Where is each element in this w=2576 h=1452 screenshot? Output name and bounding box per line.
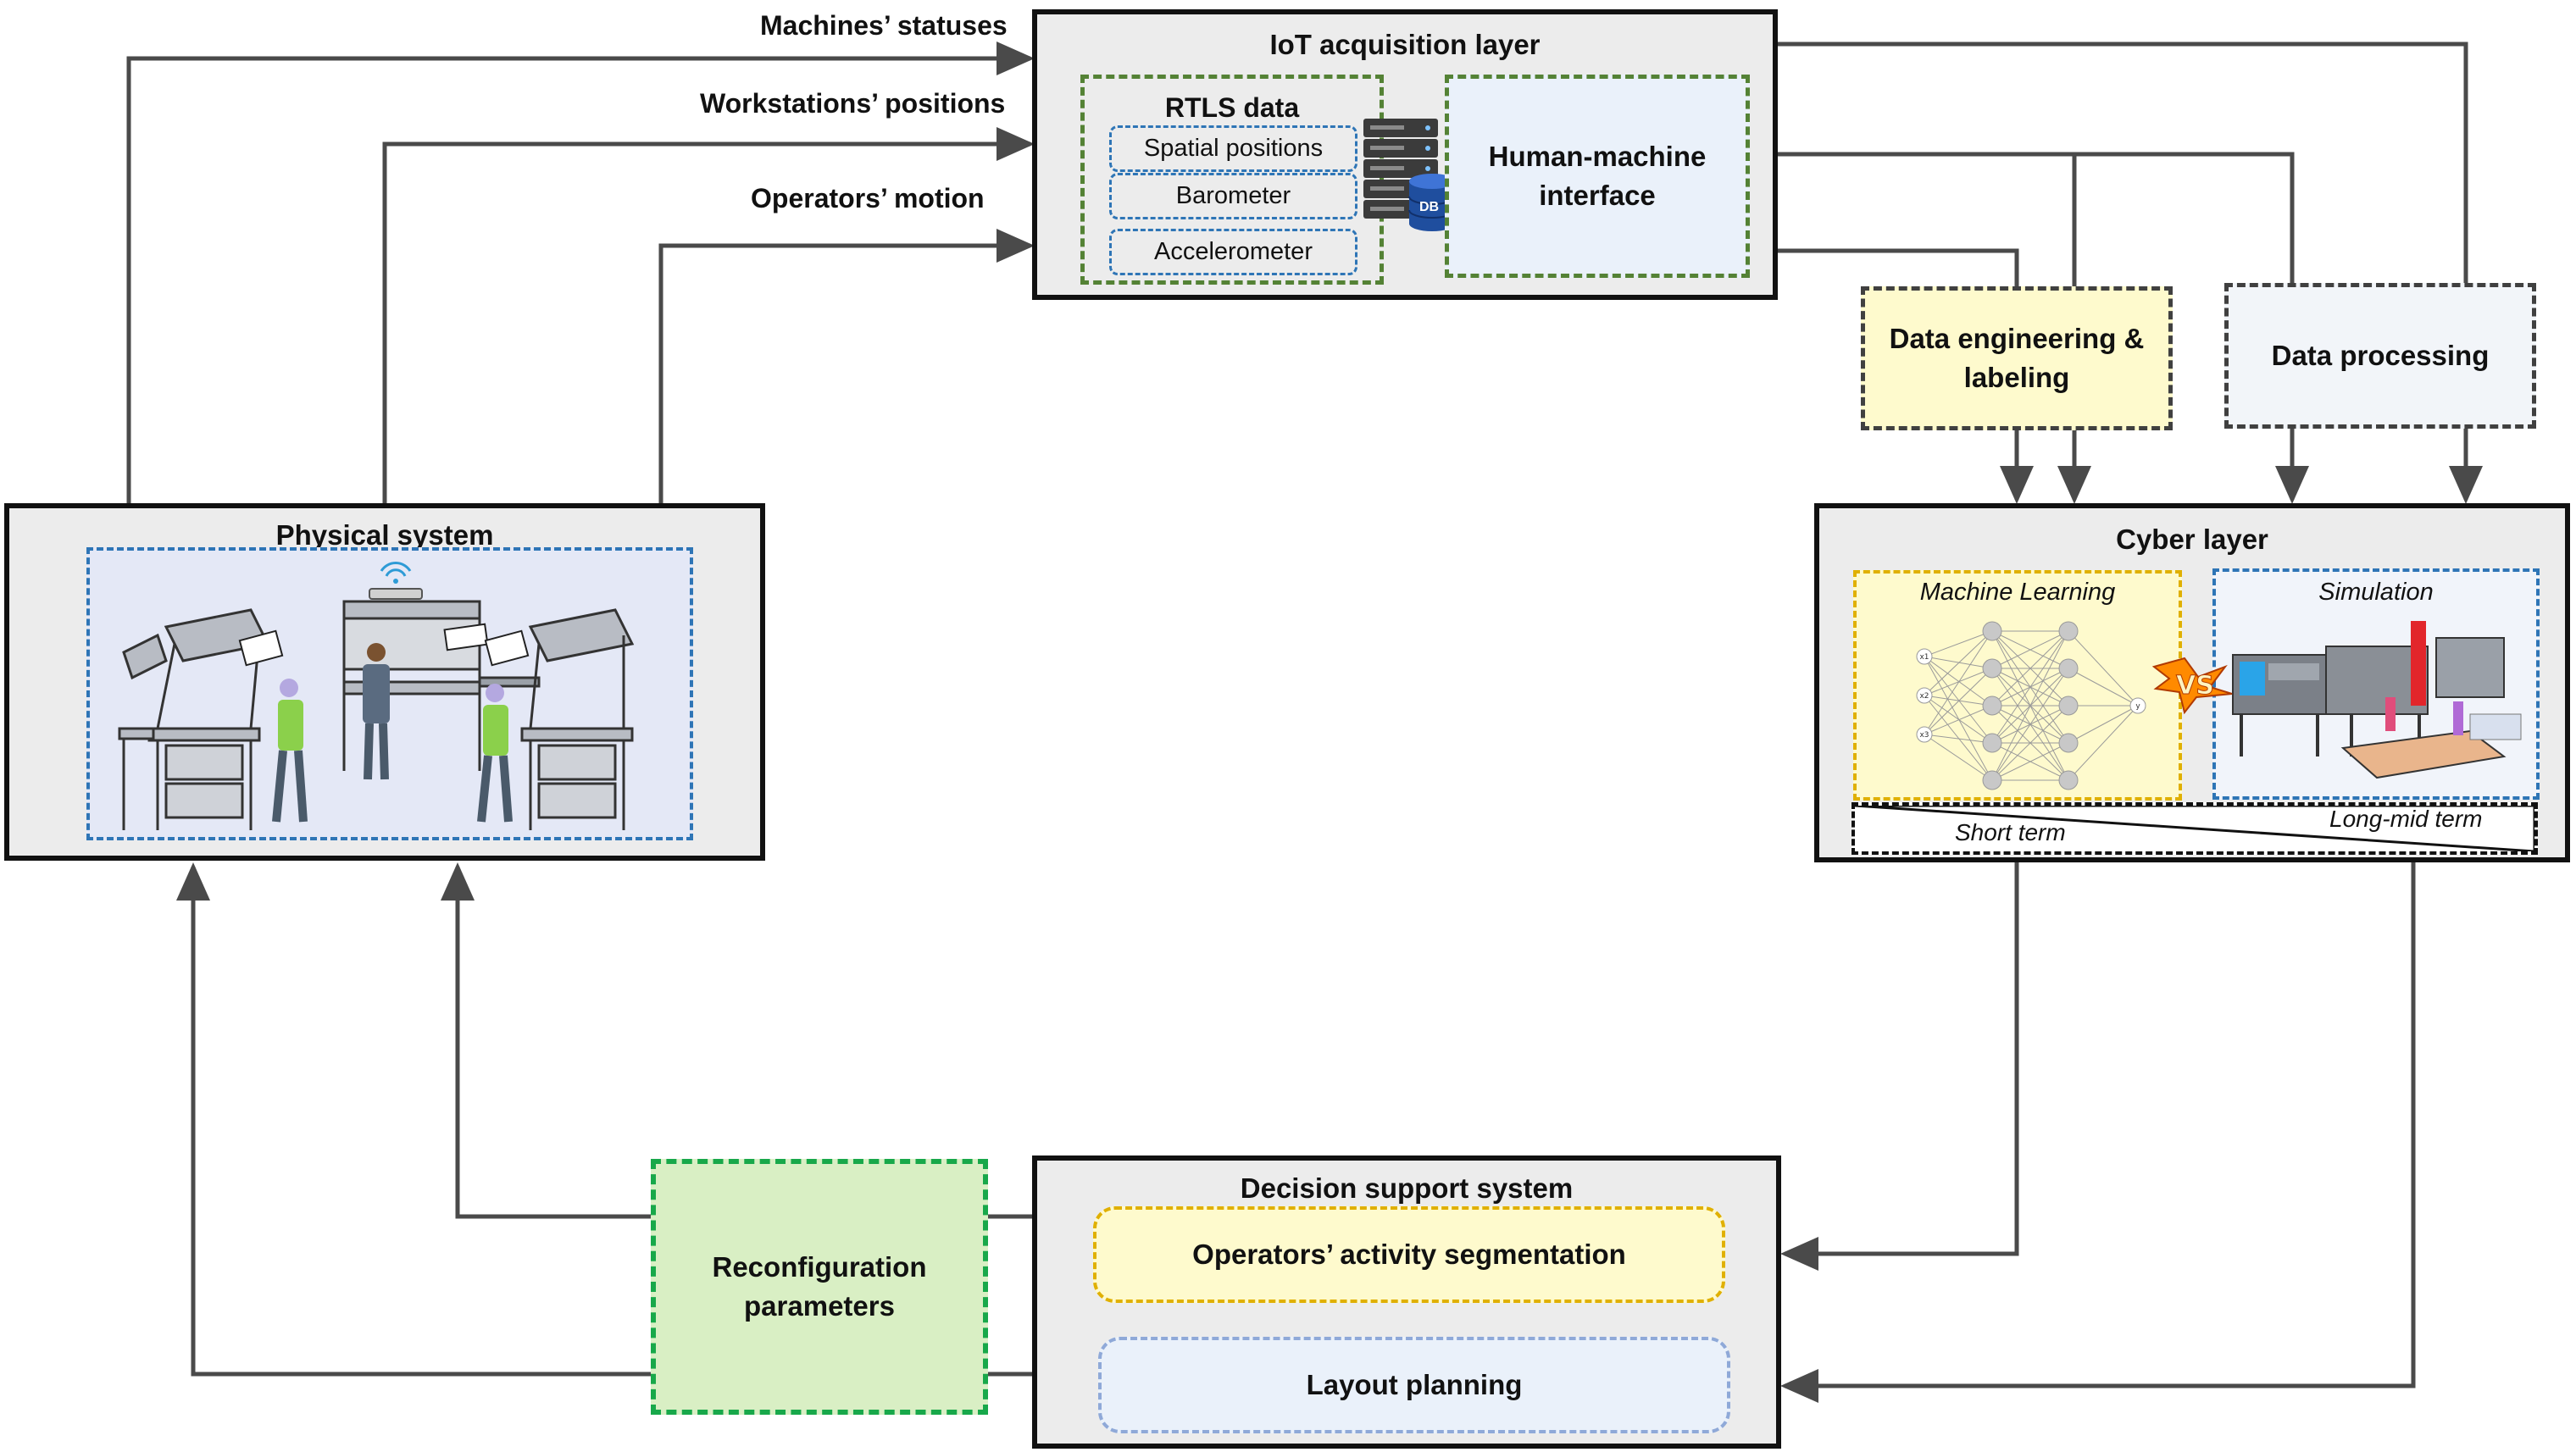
short-term-label: Short term <box>1955 819 2066 845</box>
data-engineering-box: Data engineering & labeling <box>1861 286 2173 430</box>
time-horizon-wedge <box>1855 806 2534 851</box>
database-server-icon <box>1363 119 1456 231</box>
machine-learning-box: Machine Learning x1 x2 <box>1853 570 2182 801</box>
operators-motion-label: Operators’ motion <box>751 183 985 213</box>
data-processing-box: Data processing <box>2224 283 2536 429</box>
wifi-gateway-icon <box>369 562 423 600</box>
decision-support-title: Decision support system <box>1240 1172 1574 1204</box>
operator-icon <box>477 684 513 823</box>
physical-system-illustration <box>86 547 693 840</box>
simulation-title: Simulation <box>2318 579 2434 606</box>
reconfiguration-parameters-box: Reconfiguration parameters <box>651 1159 988 1415</box>
layout-planning-box: Layout planning <box>1098 1337 1730 1433</box>
nn-input-label: x2 <box>1919 692 1929 701</box>
rtls-item-barometer: Barometer <box>1109 173 1357 219</box>
arrow-cyber-to-layout <box>1780 857 2416 1403</box>
rtls-item-accelerometer: Accelerometer <box>1109 229 1357 275</box>
arrow-machines-statuses <box>126 42 1035 504</box>
operator-icon <box>272 679 308 823</box>
activity-segmentation-box: Operators’ activity segmentation <box>1093 1206 1725 1303</box>
nn-output-label: y <box>2135 702 2140 711</box>
arrow-workstations-positions <box>382 127 1035 504</box>
nn-input-label: x1 <box>1919 653 1929 662</box>
human-machine-interface: Human-machine interface <box>1445 75 1750 278</box>
svg-text:VS: VS <box>2176 671 2214 701</box>
iot-layer-title: IoT acquisition layer <box>1269 29 1541 60</box>
simulation-scene-icon <box>2232 621 2522 779</box>
arrow-cyber-to-segmentation <box>1780 857 2019 1271</box>
neural-network-icon: x1 x2 x3 y <box>1916 621 2146 790</box>
cyber-layer-title: Cyber layer <box>2116 524 2268 555</box>
workstation-scene-icon <box>118 562 635 830</box>
operator-icon <box>363 643 390 780</box>
rtls-title: RTLS data <box>1164 92 1300 123</box>
long-mid-term-label: Long-mid term <box>2329 806 2483 832</box>
rtls-item-spatial-positions: Spatial positions <box>1109 125 1357 172</box>
simulation-box: Simulation <box>2212 568 2540 800</box>
machines-statuses-label: Machines’ statuses <box>760 10 1008 41</box>
arrow-iot-to-cyber-1 <box>1778 42 2483 504</box>
db-label: DB <box>1419 200 1440 214</box>
workstations-positions-label: Workstations’ positions <box>700 88 1006 119</box>
machine-learning-title: Machine Learning <box>1919 579 2116 606</box>
arrow-operators-motion <box>658 229 1035 504</box>
nn-input-label: x3 <box>1919 731 1929 740</box>
physical-system-title: Physical system <box>275 519 494 551</box>
time-horizon-bar: Short term Long-mid term <box>1852 802 2538 855</box>
versus-icon: VS <box>2151 657 2233 714</box>
